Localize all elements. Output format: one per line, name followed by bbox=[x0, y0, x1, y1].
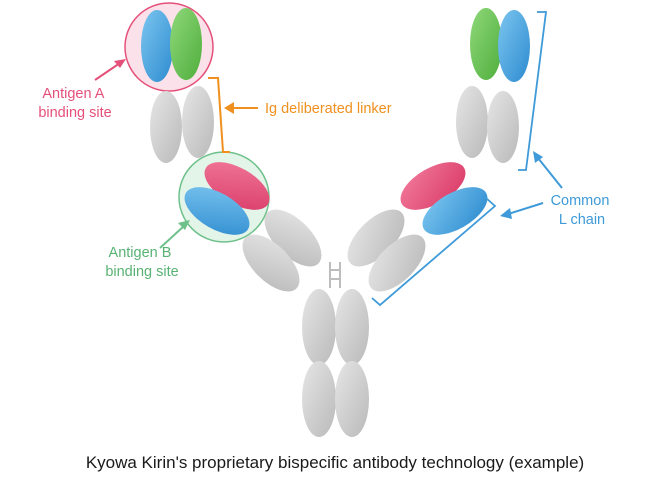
right-ch1-lower-domain bbox=[347, 209, 405, 267]
right-vh-domain bbox=[470, 8, 502, 80]
right-vl-domain bbox=[498, 10, 530, 82]
antigen-b-vh-domain bbox=[204, 162, 270, 210]
fc-ch3-left-domain bbox=[302, 361, 336, 437]
antigen-b-arrow bbox=[159, 220, 190, 249]
left-ch1-lower-domain bbox=[264, 209, 322, 267]
common-l-chain-arrow-lower bbox=[500, 202, 544, 219]
right-vh-lower-domain bbox=[400, 162, 466, 210]
left-ch1-domain bbox=[182, 86, 214, 158]
figure-caption: Kyowa Kirin's proprietary bispecific ant… bbox=[85, 453, 585, 472]
right-cl-lower-domain bbox=[368, 234, 426, 292]
right-ch1-domain bbox=[456, 86, 488, 158]
right-vl-lower-domain bbox=[422, 187, 488, 235]
fc-ch2-left-domain bbox=[302, 289, 336, 365]
common-l-chain-bracket-lower bbox=[371, 197, 497, 307]
linker-label: Ig deliberated linker bbox=[265, 101, 392, 117]
fc-ch3-right-domain bbox=[335, 361, 369, 437]
linker-arrow bbox=[224, 102, 258, 114]
hinge-region bbox=[329, 262, 341, 288]
antigen-a-arrow bbox=[94, 59, 126, 81]
common-l-chain-bracket-upper bbox=[518, 11, 548, 171]
antigen-b-label: Antigen B binding site bbox=[105, 245, 178, 280]
left-vl-domain bbox=[141, 10, 173, 82]
antigen-b-vl-domain bbox=[184, 187, 250, 235]
common-l-chain-label: Common L chain bbox=[551, 193, 614, 228]
left-vh-domain bbox=[170, 8, 202, 80]
linker-bracket bbox=[208, 77, 230, 153]
left-cl-lower-domain bbox=[242, 234, 300, 292]
left-cl-domain bbox=[150, 91, 182, 163]
right-cl-domain bbox=[487, 91, 519, 163]
common-l-chain-arrow-upper bbox=[533, 151, 563, 189]
fc-ch2-right-domain bbox=[335, 289, 369, 365]
antigen-a-label: Antigen A binding site bbox=[38, 86, 111, 121]
